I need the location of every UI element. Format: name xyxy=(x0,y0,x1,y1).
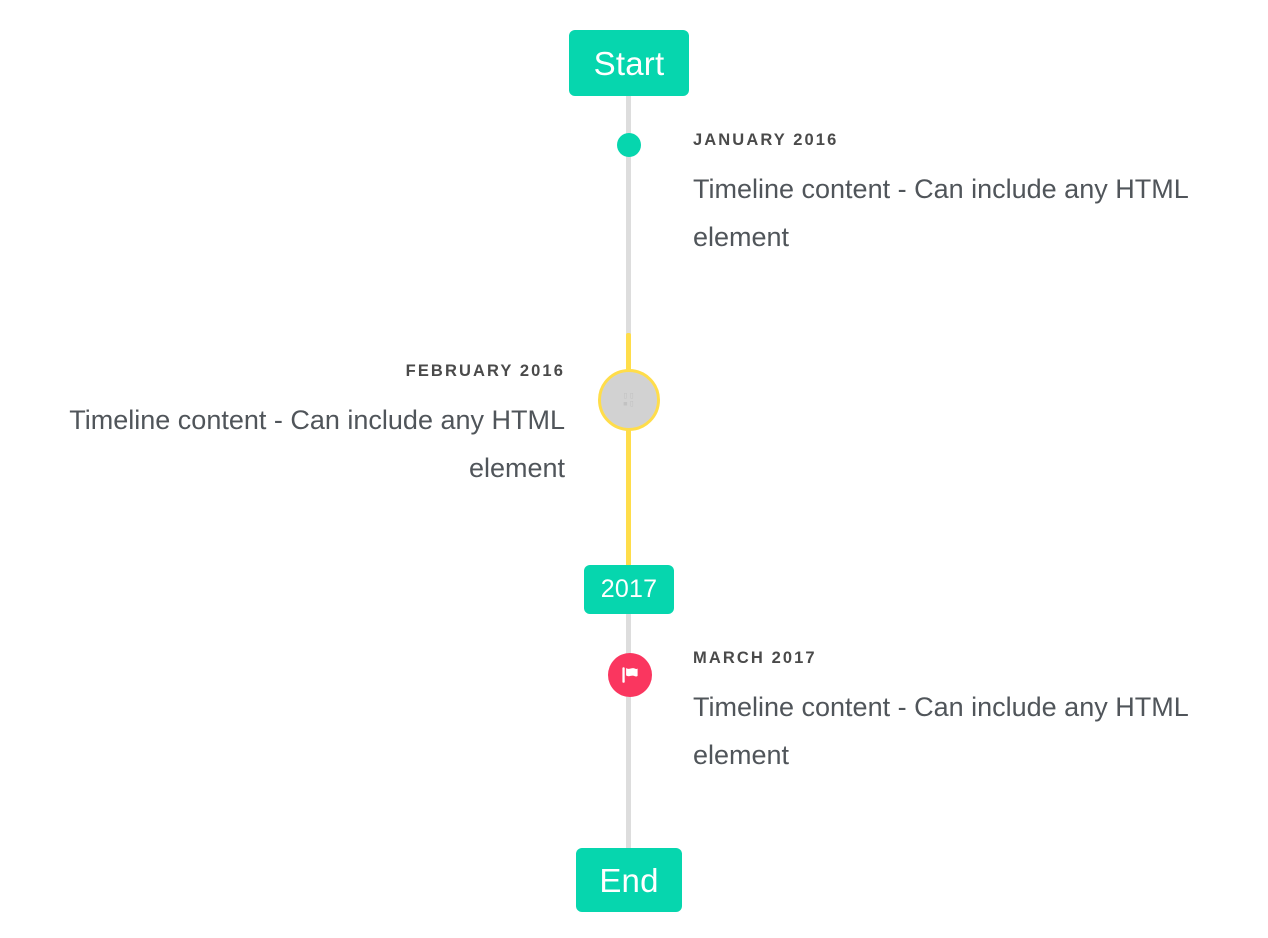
flag-icon xyxy=(619,664,641,686)
timeline-entry-date: JANUARY 2016 xyxy=(693,131,839,149)
timeline-year-badge-2017[interactable]: 2017 xyxy=(584,565,674,614)
timeline-entry-body: Timeline content - Can include any HTML … xyxy=(693,692,1188,771)
timeline-end-badge[interactable]: End xyxy=(576,848,682,912)
timeline-marker-february-2016[interactable]: ▯▯ ▪▯ xyxy=(598,369,660,431)
timeline-entry-body: Timeline content - Can include any HTML … xyxy=(69,405,565,484)
timeline-entry-february-2016: FEBRUARY 2016 Timeline content - Can inc… xyxy=(35,362,565,492)
timeline-rail-segment-highlight xyxy=(626,333,631,568)
timeline-rail-segment-bottom xyxy=(626,613,631,853)
timeline-marker-march-2017[interactable] xyxy=(608,653,652,697)
timeline-start-badge[interactable]: Start xyxy=(569,30,689,96)
timeline-entry-march-2017: MARCH 2017 Timeline content - Can includ… xyxy=(693,649,1233,779)
timeline-entry-body: Timeline content - Can include any HTML … xyxy=(693,174,1188,253)
timeline-marker-january-2016[interactable] xyxy=(617,133,641,157)
timeline-entry-date: FEBRUARY 2016 xyxy=(405,362,565,380)
timeline-entry-date: MARCH 2017 xyxy=(693,649,817,667)
timeline-entry-january-2016: JANUARY 2016 Timeline content - Can incl… xyxy=(693,131,1233,261)
timeline-rail-segment-top xyxy=(626,94,631,336)
missing-glyph-icon: ▯▯ ▪▯ xyxy=(622,392,636,408)
